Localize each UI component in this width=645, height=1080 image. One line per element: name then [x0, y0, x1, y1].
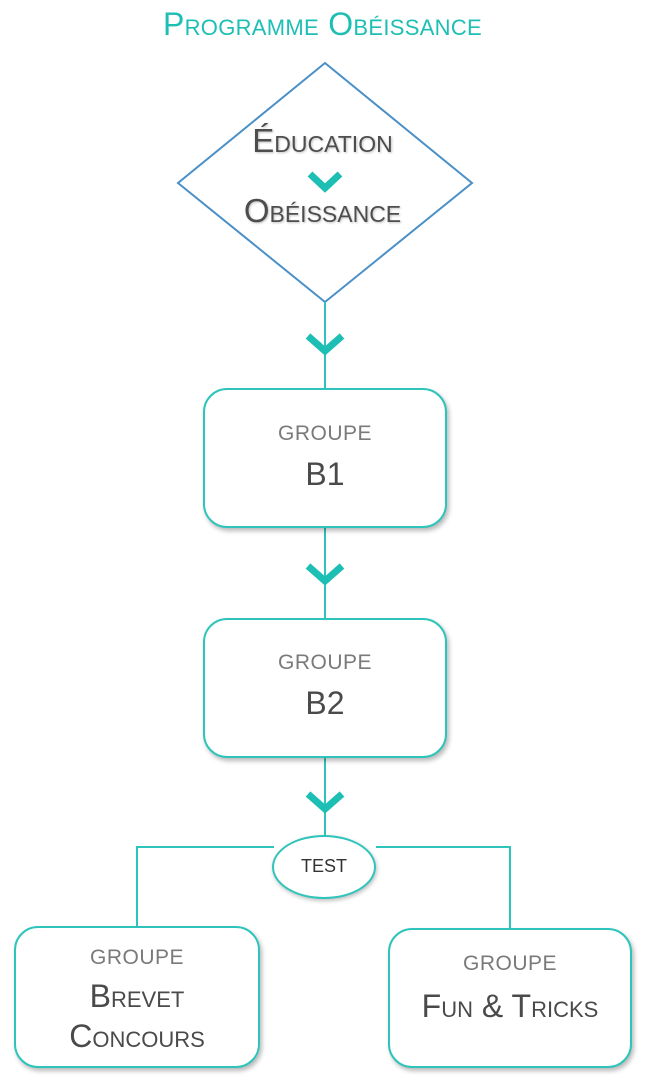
group-label: GROUPE	[277, 422, 372, 445]
group-box-fun-tricks: GROUPE Fun & Tricks	[388, 928, 632, 1068]
group-name: B1	[305, 456, 345, 492]
connector-branch-right	[376, 846, 511, 928]
group-box-b2: GROUPE B2	[203, 618, 447, 758]
group-label: GROUPE	[462, 952, 557, 975]
group-name: Fun & Tricks	[421, 988, 599, 1024]
diamond-line-1: Éducation	[252, 122, 393, 159]
chevron-down-icon	[305, 333, 345, 356]
group-name-line-1: Brevet	[89, 978, 185, 1014]
diamond-shape	[176, 61, 474, 304]
group-label: GROUPE	[89, 946, 184, 969]
chevron-down-icon	[305, 563, 345, 586]
group-name-line-2: Concours	[69, 1018, 205, 1054]
chevron-down-icon	[307, 171, 343, 193]
group-label: GROUPE	[277, 651, 372, 674]
test-node: TEST	[272, 835, 376, 899]
group-box-brevet-concours: GROUPE Brevet Concours	[14, 926, 260, 1068]
connector-branch-left	[136, 846, 274, 926]
group-name: B2	[305, 685, 345, 721]
diamond-line-2: Obéissance	[243, 192, 402, 229]
chevron-down-icon	[305, 791, 345, 814]
diagram-title: Programme Obéissance	[162, 6, 483, 42]
group-box-b1: GROUPE B1	[203, 388, 447, 528]
